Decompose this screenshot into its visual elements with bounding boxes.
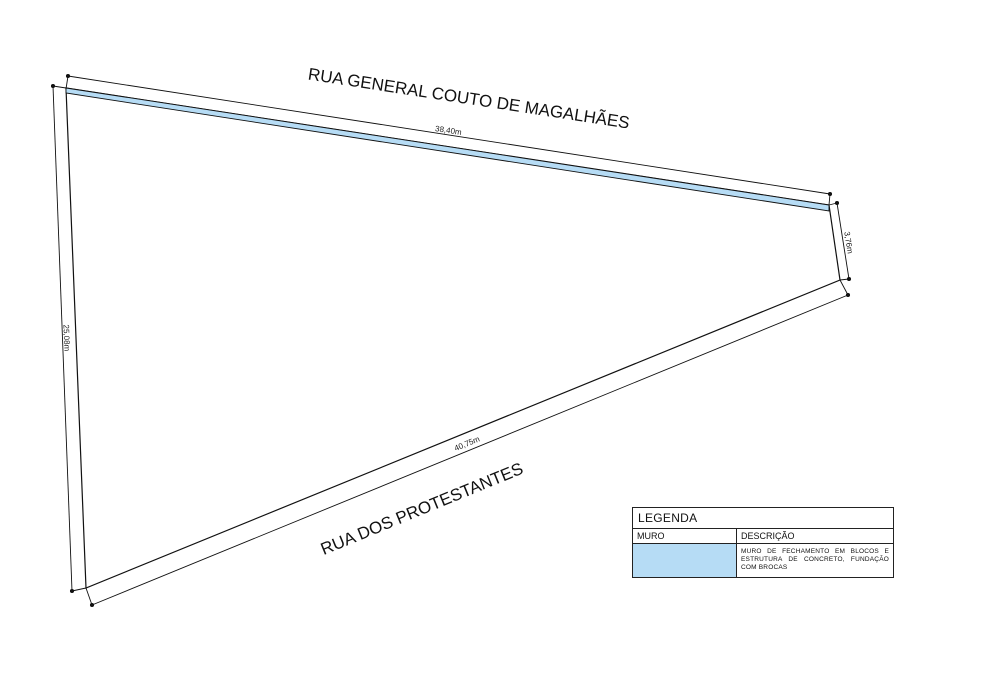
- legend-wall-description: MURO DE FECHAMENTO EM BLOCOS E ESTRUTURA…: [741, 548, 889, 571]
- dimension-north-label: 38,40m: [435, 124, 463, 137]
- dimension-west: [50, 83, 87, 594]
- street-name-north: RUA GENERAL COUTO DE MAGALHÃES: [307, 65, 631, 133]
- dimension-east-label: 3,76m: [842, 231, 854, 255]
- wall-strip: [65, 87, 830, 212]
- legend-header-row: MURO DESCRIÇÃO: [633, 529, 893, 544]
- legend-row-wall: MURO DE FECHAMENTO EM BLOCOS E ESTRUTURA…: [633, 544, 893, 577]
- legend-col-description: DESCRIÇÃO: [741, 531, 795, 541]
- legend-title: LEGENDA: [633, 508, 893, 529]
- dimension-south-label: 40,75m: [453, 434, 481, 453]
- dimension-west-label: 25,08m: [61, 324, 71, 351]
- legend-col-item: MURO: [633, 529, 737, 543]
- dimension-east: [828, 200, 852, 282]
- dimension-south: [85, 279, 851, 608]
- street-name-south: RUA DOS PROTESTANTES: [318, 459, 526, 559]
- dimension-north: [65, 73, 833, 206]
- legend-table: LEGENDA MURO DESCRIÇÃO MURO DE FECHAMENT…: [632, 507, 894, 578]
- legend-wall-swatch: [633, 544, 737, 577]
